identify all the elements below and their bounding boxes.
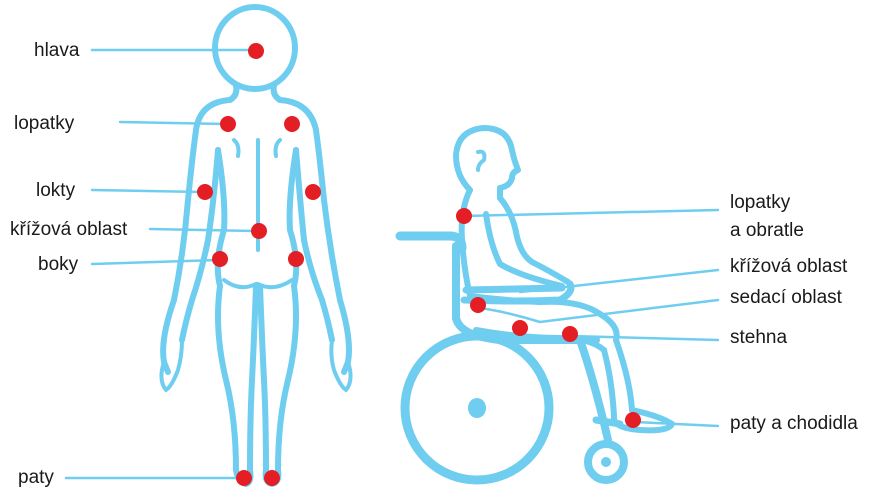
seated-shin-front <box>616 340 632 410</box>
label-shoulder-blades: lopatky <box>14 113 74 135</box>
standing-left-leg-inner <box>250 286 256 470</box>
standing-right-arm-inner <box>296 150 332 340</box>
chair-wheel-hub <box>468 398 486 418</box>
marker-left-blade <box>220 116 236 132</box>
marker-seated-sacral <box>470 297 486 313</box>
marker-head <box>248 43 264 59</box>
standing-right-leg-outer <box>278 286 296 470</box>
marker-seated-seat <box>512 320 528 336</box>
marker-seated-thigh <box>562 326 578 342</box>
chair-caster-hub <box>601 457 611 467</box>
label-seated-blades-line1: lopatky <box>730 192 790 214</box>
seated-leaders <box>464 210 718 426</box>
label-seated-heels-feet: paty a chodidla <box>730 413 858 435</box>
marker-right-elbow <box>305 184 321 200</box>
marker-left-elbow <box>197 184 213 200</box>
label-seated-thighs: stehna <box>730 327 787 349</box>
seated-foot <box>614 410 672 430</box>
label-seated-seat: sedací oblast <box>730 287 842 309</box>
label-hips: boky <box>38 254 78 276</box>
label-seated-blades-line2: a obratle <box>730 220 804 242</box>
marker-seated-heel <box>625 412 641 428</box>
label-seated-sacral: křížová oblast <box>730 256 847 278</box>
marker-right-hip <box>288 251 304 267</box>
standing-leaders <box>66 50 256 478</box>
label-elbows: lokty <box>36 180 75 202</box>
marker-sacral <box>251 223 267 239</box>
seated-shin-back <box>604 350 614 416</box>
standing-left-leg-outer <box>218 286 236 470</box>
label-head: hlava <box>34 40 79 62</box>
standing-right-leg-inner <box>260 286 266 470</box>
seated-ear <box>478 152 484 170</box>
label-sacral: křížová oblast <box>10 219 127 241</box>
marker-right-heel <box>264 470 280 486</box>
label-heels: paty <box>18 467 54 489</box>
marker-left-heel <box>236 470 252 486</box>
marker-right-blade <box>284 116 300 132</box>
chair-footrest <box>596 420 620 424</box>
marker-left-hip <box>212 251 228 267</box>
marker-seated-blades <box>456 208 472 224</box>
standing-figure <box>161 7 350 484</box>
seated-head <box>456 128 518 198</box>
